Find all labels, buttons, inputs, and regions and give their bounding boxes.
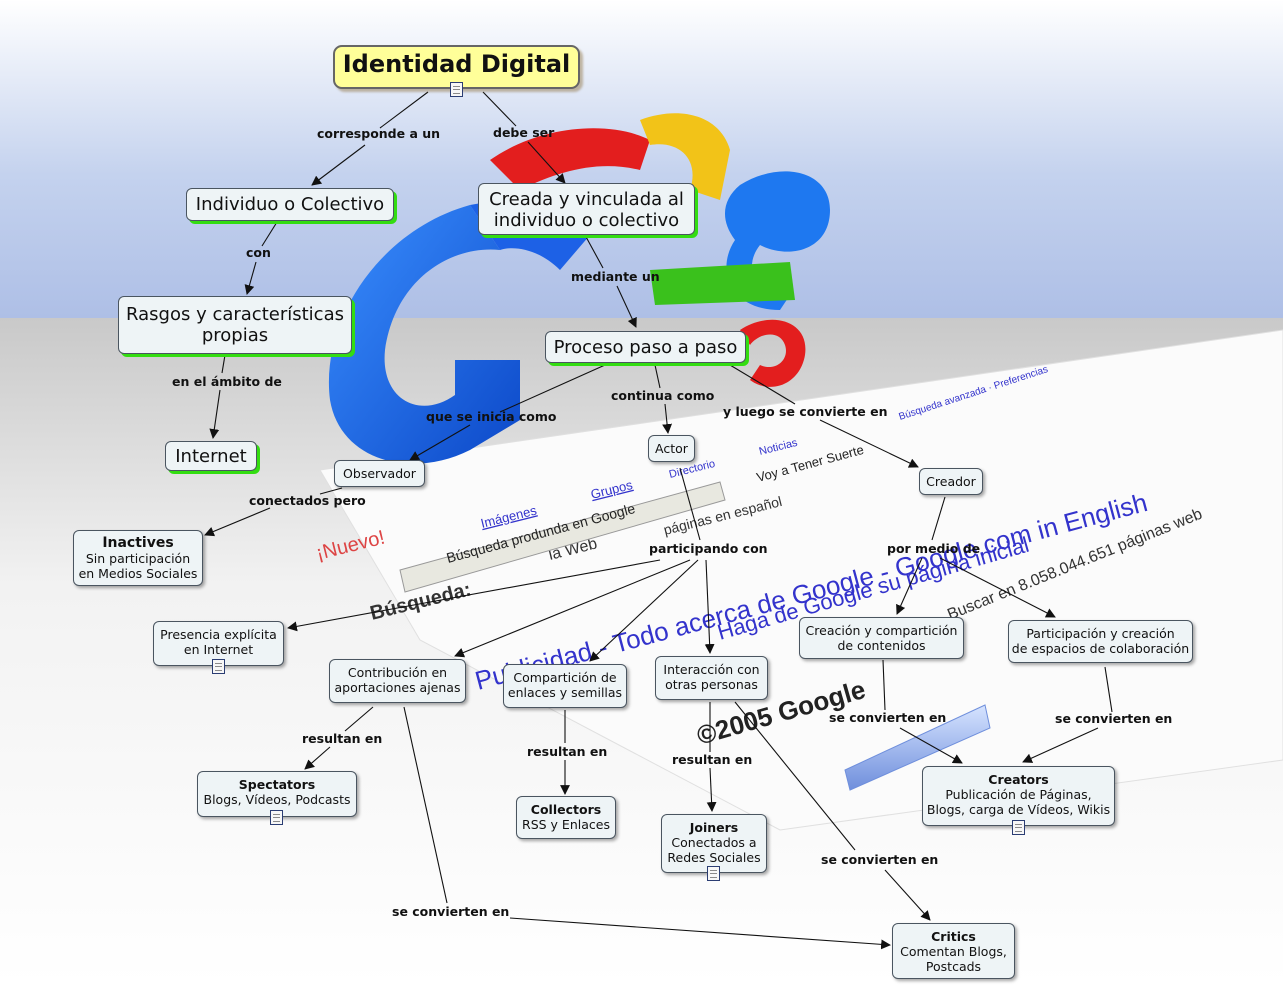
node-joiners-desc2: Redes Sociales (667, 850, 761, 865)
node-actor[interactable]: Actor (648, 435, 695, 462)
node-creador[interactable]: Creador (919, 468, 983, 495)
node-inactives[interactable]: Inactives Sin participación en Medios So… (73, 530, 203, 586)
node-interaccion[interactable]: Interacción con otras personas (655, 656, 768, 700)
node-inactives-name: Inactives (102, 535, 174, 551)
link-convierten-1: se convierten en (829, 710, 947, 725)
node-comparticion[interactable]: Compartición de enlaces y semillas (503, 664, 627, 708)
node-spectators-desc: Blogs, Vídeos, Podcasts (203, 792, 351, 807)
node-interaccion-line1: Interacción con (663, 662, 760, 677)
link-convierten-3: se convierten en (821, 852, 939, 867)
node-individuo-label: Individuo o Colectivo (195, 194, 385, 215)
document-icon[interactable] (212, 659, 225, 674)
node-creada-line1: Creada y vinculada al (489, 189, 684, 210)
node-contribucion-line1: Contribución en (347, 665, 448, 680)
node-creador-label: Creador (926, 474, 976, 489)
link-luego: y luego se convierte en (723, 404, 888, 419)
node-proceso[interactable]: Proceso paso a paso (545, 331, 746, 363)
node-interaccion-line2: otras personas (665, 677, 758, 692)
node-spectators-name: Spectators (238, 777, 316, 792)
node-presencia-line2: en Internet (183, 642, 254, 657)
node-internet[interactable]: Internet (165, 441, 257, 471)
link-resultan-2: resultan en (527, 744, 608, 759)
node-contribucion-line2: aportaciones ajenas (334, 680, 461, 695)
node-rasgos[interactable]: Rasgos y características propias (118, 296, 352, 354)
node-creada-line2: individuo o colectivo (493, 210, 680, 231)
link-continua: continua como (611, 388, 715, 403)
node-creacion-line2: de contenidos (837, 638, 926, 653)
document-icon[interactable] (270, 810, 283, 825)
node-critics-desc2: Postcads (925, 959, 982, 974)
node-collectors-name: Collectors (530, 802, 602, 817)
node-contribucion[interactable]: Contribución en aportaciones ajenas (329, 659, 466, 703)
node-proceso-label: Proceso paso a paso (553, 337, 738, 358)
link-ambito: en el ámbito de (172, 374, 282, 389)
node-creators-desc1: Publicación de Páginas, (945, 787, 1092, 802)
node-comparticion-line1: Compartición de (513, 670, 617, 685)
document-icon[interactable] (1012, 820, 1025, 835)
link-debe-ser: debe ser (493, 125, 555, 140)
node-participacion-line2: de espacios de colaboración (1011, 641, 1190, 656)
node-critics[interactable]: Critics Comentan Blogs, Postcads (892, 923, 1015, 979)
link-resultan-3: resultan en (672, 752, 753, 767)
node-joiners-name: Joiners (689, 820, 739, 835)
node-creators-desc2: Blogs, carga de Vídeos, Wikis (926, 802, 1111, 817)
node-critics-desc1: Comentan Blogs, (900, 944, 1007, 959)
link-resultan-1: resultan en (302, 731, 383, 746)
link-se-inicia: que se inicia como (426, 409, 557, 424)
title-text: Identidad Digital (342, 50, 571, 78)
document-icon[interactable] (707, 866, 720, 881)
node-creada[interactable]: Creada y vinculada al individuo o colect… (478, 183, 695, 235)
link-convierten-4: se convierten en (392, 904, 510, 919)
link-mediante: mediante un (571, 269, 660, 284)
link-conectados: conectados pero (249, 493, 366, 508)
node-creacion[interactable]: Creación y compartición de contenidos (799, 617, 964, 659)
node-joiners-desc1: Conectados a (671, 835, 757, 850)
node-comparticion-line2: enlaces y semillas (507, 685, 623, 700)
node-observador[interactable]: Observador (334, 460, 425, 487)
node-rasgos-line1: Rasgos y características (126, 304, 344, 325)
node-participacion[interactable]: Participación y creación de espacios de … (1008, 620, 1193, 663)
link-por-medio: por medio de (887, 541, 981, 556)
node-individuo[interactable]: Individuo o Colectivo (186, 188, 394, 221)
node-creators[interactable]: Creators Publicación de Páginas, Blogs, … (922, 766, 1115, 826)
node-inactives-desc2: en Medios Sociales (78, 566, 198, 581)
document-icon[interactable] (450, 82, 463, 97)
node-observador-label: Observador (343, 466, 416, 481)
node-presencia[interactable]: Presencia explícita en Internet (153, 621, 284, 666)
node-creacion-line1: Creación y compartición (805, 623, 958, 638)
node-creators-name: Creators (988, 772, 1049, 787)
link-corresponde: corresponde a un (317, 126, 441, 141)
node-critics-name: Critics (931, 929, 976, 944)
link-convierten-2: se convierten en (1055, 711, 1173, 726)
node-collectors-desc: RSS y Enlaces (522, 817, 610, 832)
node-rasgos-line2: propias (201, 325, 269, 346)
node-inactives-desc1: Sin participación (85, 551, 191, 566)
node-collectors[interactable]: Collectors RSS y Enlaces (516, 796, 616, 839)
node-joiners[interactable]: Joiners Conectados a Redes Sociales (661, 814, 767, 873)
node-presencia-line1: Presencia explícita (160, 627, 277, 642)
node-actor-label: Actor (655, 441, 688, 456)
node-participacion-line1: Participación y creación (1026, 626, 1175, 641)
link-con: con (246, 245, 271, 260)
node-spectators[interactable]: Spectators Blogs, Vídeos, Podcasts (197, 771, 357, 817)
node-internet-label: Internet (175, 446, 247, 467)
link-participando: participando con (649, 541, 768, 556)
